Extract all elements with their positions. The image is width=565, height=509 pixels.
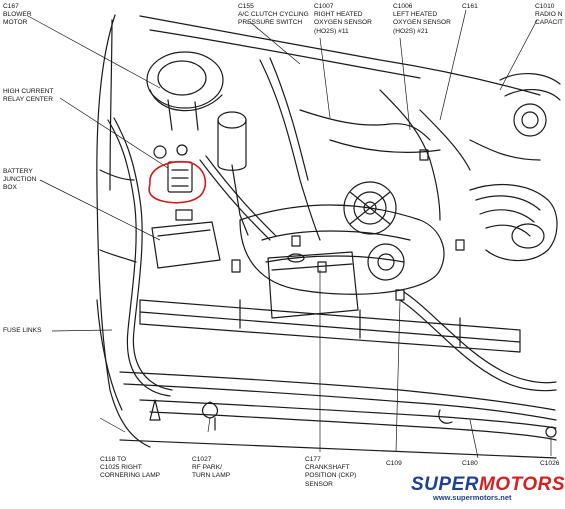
battery-junction-box [151, 221, 221, 269]
center-harness [259, 59, 321, 241]
air-intake-duct [469, 183, 558, 262]
label-fuse-links: FUSE LINKS [3, 327, 42, 334]
watermark-url: www.supermotors.net [433, 493, 512, 502]
label-c109: C109 [386, 460, 402, 467]
label-c167: C167 BLOWER MOTOR [3, 3, 32, 27]
label-c180: C180 [462, 460, 478, 467]
label-c1007: C1007 RIGHT HEATED OXYGEN SENSOR (HO2S) … [314, 3, 372, 35]
blower-motor-housing [146, 51, 224, 109]
red-annotation-circle [148, 160, 207, 204]
label-c155: C155 A/C CLUTCH CYCLING PRESSURE SWITCH [238, 3, 309, 27]
left-wiring-harness [107, 119, 171, 397]
label-c118: C118 TO C1025 RIGHT CORNERING LAMP [100, 456, 161, 480]
label-c161: C161 [462, 3, 478, 10]
relay-center-box [167, 161, 193, 193]
left-fender-outline [96, 14, 151, 448]
supermotors-watermark: SUPERMOTORS www.supermotors.net [411, 474, 565, 502]
radiator-top [139, 299, 521, 353]
label-c1010: C1010 RADIO N CAPACIT [535, 3, 564, 27]
watermark-logo: SUPERMOTORS [411, 474, 565, 495]
alternator [343, 181, 397, 235]
coolant-reservoir [267, 251, 359, 319]
label-high-current-relay-center: HIGH CURRENT RELAY CENTER [3, 88, 54, 104]
label-c1026: C1026 [540, 460, 560, 467]
label-c177: C177 CRANKSHAFT POSITION (CKP) SENSOR [305, 456, 357, 488]
label-c1027: C1027 RF PARK/ TURN LAMP [192, 456, 231, 480]
intake-manifold [239, 204, 445, 295]
label-c1006: C1006 LEFT HEATED OXYGEN SENSOR (HO2S) #… [393, 3, 451, 35]
label-battery-junction-box: BATTERY JUNCTION BOX [3, 168, 37, 192]
crankshaft-pulley [367, 243, 405, 281]
